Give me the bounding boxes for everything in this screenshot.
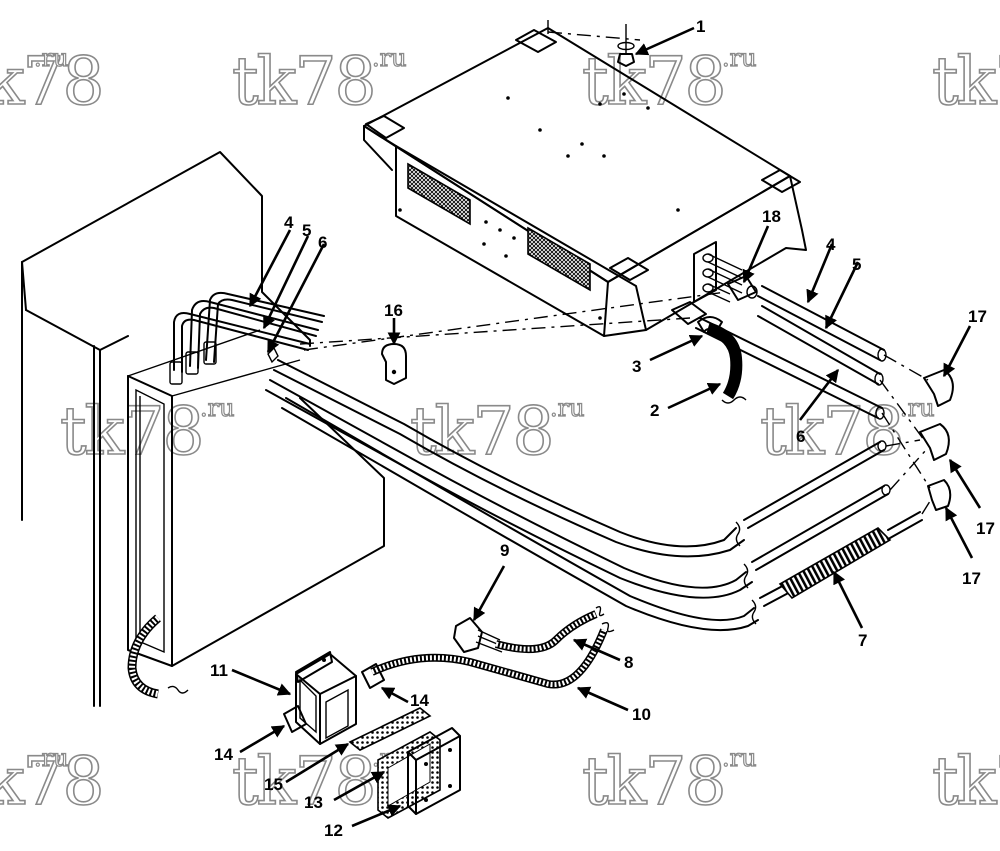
svg-text:.ru: .ru bbox=[722, 744, 757, 772]
drain-hose bbox=[697, 316, 747, 404]
callout-15: 15 bbox=[264, 775, 283, 794]
pipe-clamp bbox=[381, 343, 407, 385]
terminal-block bbox=[348, 707, 432, 751]
cover-plate bbox=[407, 727, 461, 815]
svg-text:tk78: tk78 bbox=[232, 43, 375, 120]
watermark-mr: tk78 .ru bbox=[759, 392, 935, 471]
front-holes bbox=[398, 208, 602, 320]
watermark-ml: tk78 .ru bbox=[59, 392, 235, 471]
long-tubes bbox=[265, 291, 933, 631]
leader-arrows bbox=[231, 26, 982, 828]
mounting-nut-washer bbox=[547, 20, 635, 67]
callout-17c: 17 bbox=[962, 569, 981, 588]
callout-13: 13 bbox=[304, 793, 323, 812]
svg-text:tk78: tk78 bbox=[582, 743, 725, 820]
svg-text:tk78: tk78 bbox=[932, 43, 1000, 120]
callout-4b: 4 bbox=[826, 235, 836, 254]
watermark-layer: tk78 .ru tk78 .ru tk78 .ru tk78 tk78 .ru… bbox=[0, 42, 1000, 821]
callout-11: 11 bbox=[210, 661, 228, 680]
watermark-tc: tk78 .ru bbox=[231, 42, 407, 121]
callout-labels: 1 2 3 4 5 6 4 5 6 7 8 9 10 11 12 13 14 1… bbox=[210, 17, 995, 840]
svg-text:.ru: .ru bbox=[34, 744, 69, 772]
svg-text:.ru: .ru bbox=[372, 44, 407, 72]
callout-7: 7 bbox=[858, 631, 867, 650]
watermark-tr2: tk78 bbox=[931, 42, 1000, 121]
svg-text:.ru: .ru bbox=[34, 44, 69, 72]
callout-14a: 14 bbox=[410, 691, 429, 710]
svg-text:.ru: .ru bbox=[722, 44, 757, 72]
cabinet bbox=[21, 151, 385, 707]
callout-4a: 4 bbox=[284, 213, 294, 232]
top-holes bbox=[506, 92, 680, 212]
callout-2: 2 bbox=[650, 401, 659, 420]
callout-3: 3 bbox=[632, 357, 641, 376]
watermark-tl: tk78 .ru bbox=[0, 42, 105, 121]
svg-text:tk78: tk78 bbox=[410, 393, 553, 470]
cable-gland-left bbox=[283, 705, 307, 733]
svg-text:tk78: tk78 bbox=[932, 743, 1000, 820]
cabinet-drain-conduit bbox=[127, 614, 189, 699]
watermark-br2: tk78 bbox=[931, 742, 1000, 821]
svg-text:tk78: tk78 bbox=[232, 743, 375, 820]
svg-text:.ru: .ru bbox=[550, 394, 585, 422]
junction-box bbox=[295, 651, 357, 745]
callout-8: 8 bbox=[624, 653, 633, 672]
callout-9: 9 bbox=[500, 541, 509, 560]
callout-6b: 6 bbox=[796, 427, 805, 446]
watermark-mc: tk78 .ru bbox=[409, 392, 585, 471]
svg-text:tk78: tk78 bbox=[582, 43, 725, 120]
svg-text:.ru: .ru bbox=[900, 394, 935, 422]
callout-16: 16 bbox=[384, 301, 403, 320]
callout-17a: 17 bbox=[968, 307, 987, 326]
callout-5b: 5 bbox=[852, 255, 861, 274]
svg-text:tk78: tk78 bbox=[760, 393, 903, 470]
callout-17b: 17 bbox=[976, 519, 995, 538]
callout-10: 10 bbox=[632, 705, 651, 724]
svg-text:tk78: tk78 bbox=[0, 43, 103, 120]
elbow-fittings bbox=[919, 369, 954, 511]
svg-text:tk78: tk78 bbox=[60, 393, 203, 470]
heater-unit bbox=[363, 27, 807, 337]
watermark-br1: tk78 .ru bbox=[581, 742, 757, 821]
watermark-bl: tk78 .ru bbox=[0, 742, 105, 821]
callout-1: 1 bbox=[696, 17, 705, 36]
svg-text:tk78: tk78 bbox=[0, 743, 103, 820]
callout-12: 12 bbox=[324, 821, 343, 840]
callout-6a: 6 bbox=[318, 233, 327, 252]
watermark-tr1: tk78 .ru bbox=[581, 42, 757, 121]
tube-fitting bbox=[727, 275, 758, 301]
callout-14b: 14 bbox=[214, 745, 233, 764]
svg-text:.ru: .ru bbox=[200, 394, 235, 422]
wire-harness bbox=[361, 605, 615, 689]
callout-18: 18 bbox=[762, 207, 781, 226]
callout-5a: 5 bbox=[302, 221, 311, 240]
cabinet-tube-bends bbox=[169, 291, 325, 385]
